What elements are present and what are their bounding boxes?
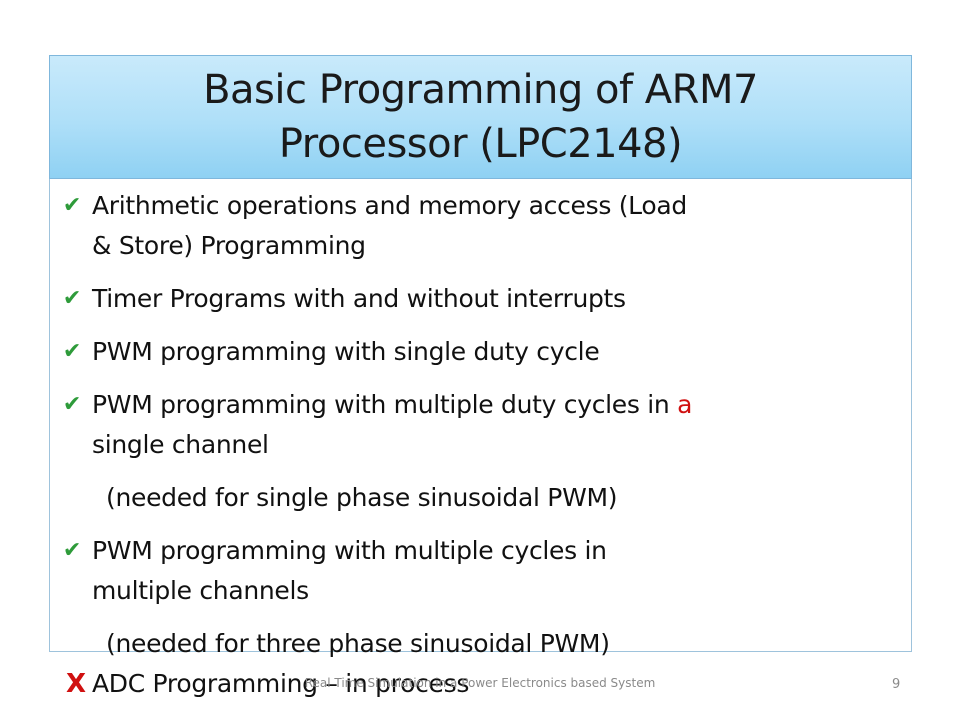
bullet-item: ✔ PWM programming with single duty cycle: [60, 332, 920, 372]
bullet-text: ADC Programming – in process: [92, 669, 470, 698]
bullet-text: PWM programming with multiple duty cycle…: [92, 390, 678, 419]
bullet-text: multiple channels: [92, 576, 309, 605]
slide-footer: Real Time Simulation in a Power Electron…: [304, 676, 656, 690]
bullet-text: Arithmetic operations and memory access …: [92, 191, 687, 220]
bullet-text: PWM programming with single duty cycle: [92, 337, 600, 366]
bullet-text: Timer Programs with and without interrup…: [92, 284, 626, 313]
checkmark-icon: ✔: [62, 286, 82, 311]
bullet-list: ✔ Arithmetic operations and memory acces…: [60, 186, 920, 704]
bullet-note: (needed for three phase sinusoidal PWM): [106, 629, 610, 658]
bullet-item: ✔ PWM programming with multiple duty cyc…: [60, 385, 920, 465]
bullet-text: PWM programming with multiple cycles in: [92, 536, 607, 565]
bullet-item: ✔ PWM programming with multiple cycles i…: [60, 531, 920, 611]
bullet-text: & Store) Programming: [92, 231, 366, 260]
bullet-item: X ADC Programming – in process: [60, 664, 920, 704]
title-line-1: Basic Programming of ARM7: [203, 67, 758, 113]
highlighted-word: a: [677, 390, 693, 419]
bullet-note: (needed for single phase sinusoidal PWM): [106, 483, 618, 512]
checkmark-icon: ✔: [62, 538, 82, 563]
checkmark-icon: ✔: [62, 193, 82, 218]
title-line-2: Processor (LPC2148): [278, 121, 683, 167]
bullet-item: ✔ Arithmetic operations and memory acces…: [60, 186, 920, 266]
title-box: Basic Programming of ARM7 Processor (LPC…: [49, 55, 912, 179]
cross-icon: X: [66, 669, 86, 699]
checkmark-icon: ✔: [62, 339, 82, 364]
page-number: 9: [892, 677, 901, 692]
bullet-item: ✔ Timer Programs with and without interr…: [60, 279, 920, 319]
slide-title: Basic Programming of ARM7 Processor (LPC…: [203, 63, 758, 171]
checkmark-icon: ✔: [62, 392, 82, 417]
bullet-text: single channel: [92, 430, 269, 459]
